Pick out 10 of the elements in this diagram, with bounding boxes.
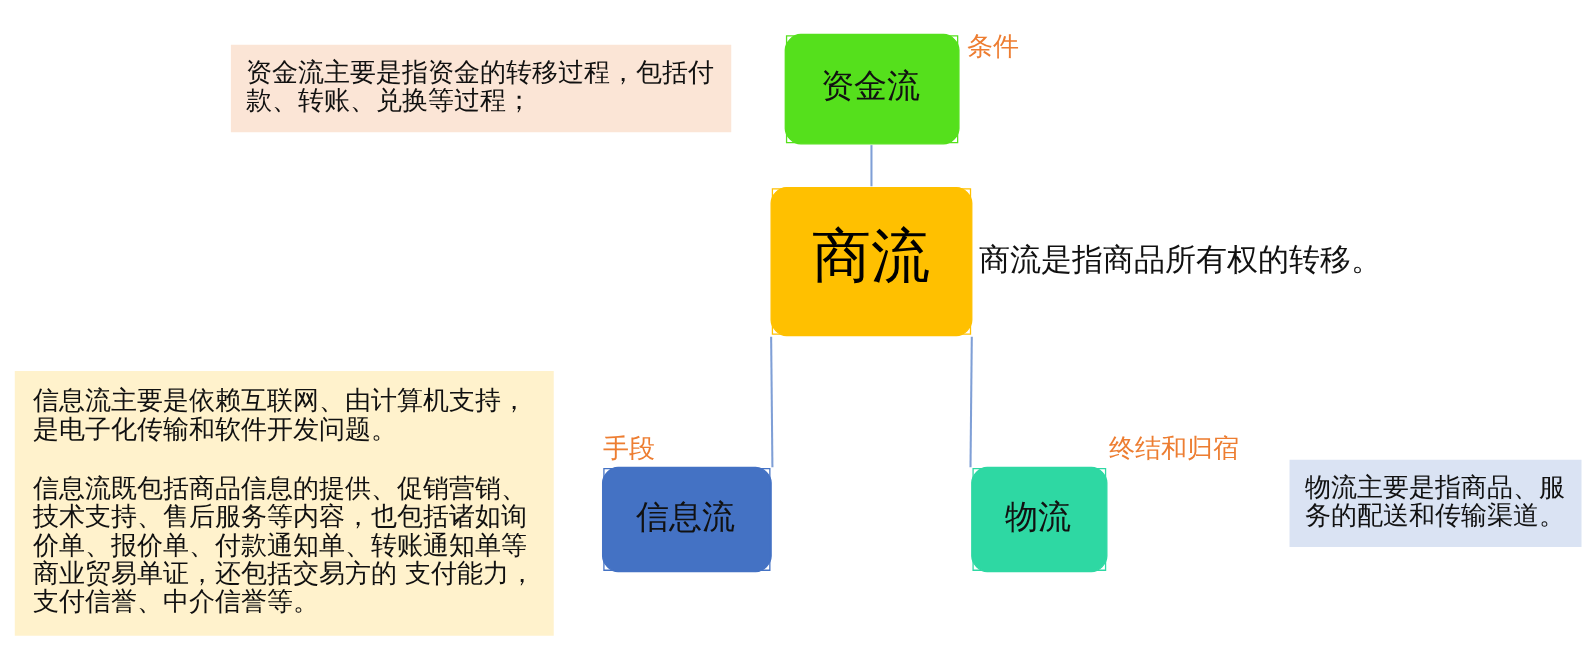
node-box: 信息流主要是依赖互联网、由计算机支持，是电子化传输和软件开发问题。 信息流既包括商品信息的提供、促销营销、技术支持、售后服务等内容，也包括诸如询价单、报价单、付款通知单、转账通知单等商业贸易单证，还包括交易方的 支付能力，支付信誉、中介信誉等。	[14, 370, 554, 636]
node-box: 资金流主要是指资金的转移过程，包括付款、转账、兑换等过程；	[230, 44, 732, 133]
connector	[770, 336, 774, 468]
node-box: 物流主要是指商品、服务的配送和传输渠道。	[1289, 459, 1582, 548]
node-label: 终结和归宿	[1109, 433, 1240, 464]
connector	[870, 145, 873, 187]
node-label: 商流是指商品所有权的转移。	[979, 240, 1383, 277]
node-label: 条件	[966, 31, 1019, 62]
node-label: 手段	[602, 433, 655, 464]
connector	[969, 336, 973, 468]
